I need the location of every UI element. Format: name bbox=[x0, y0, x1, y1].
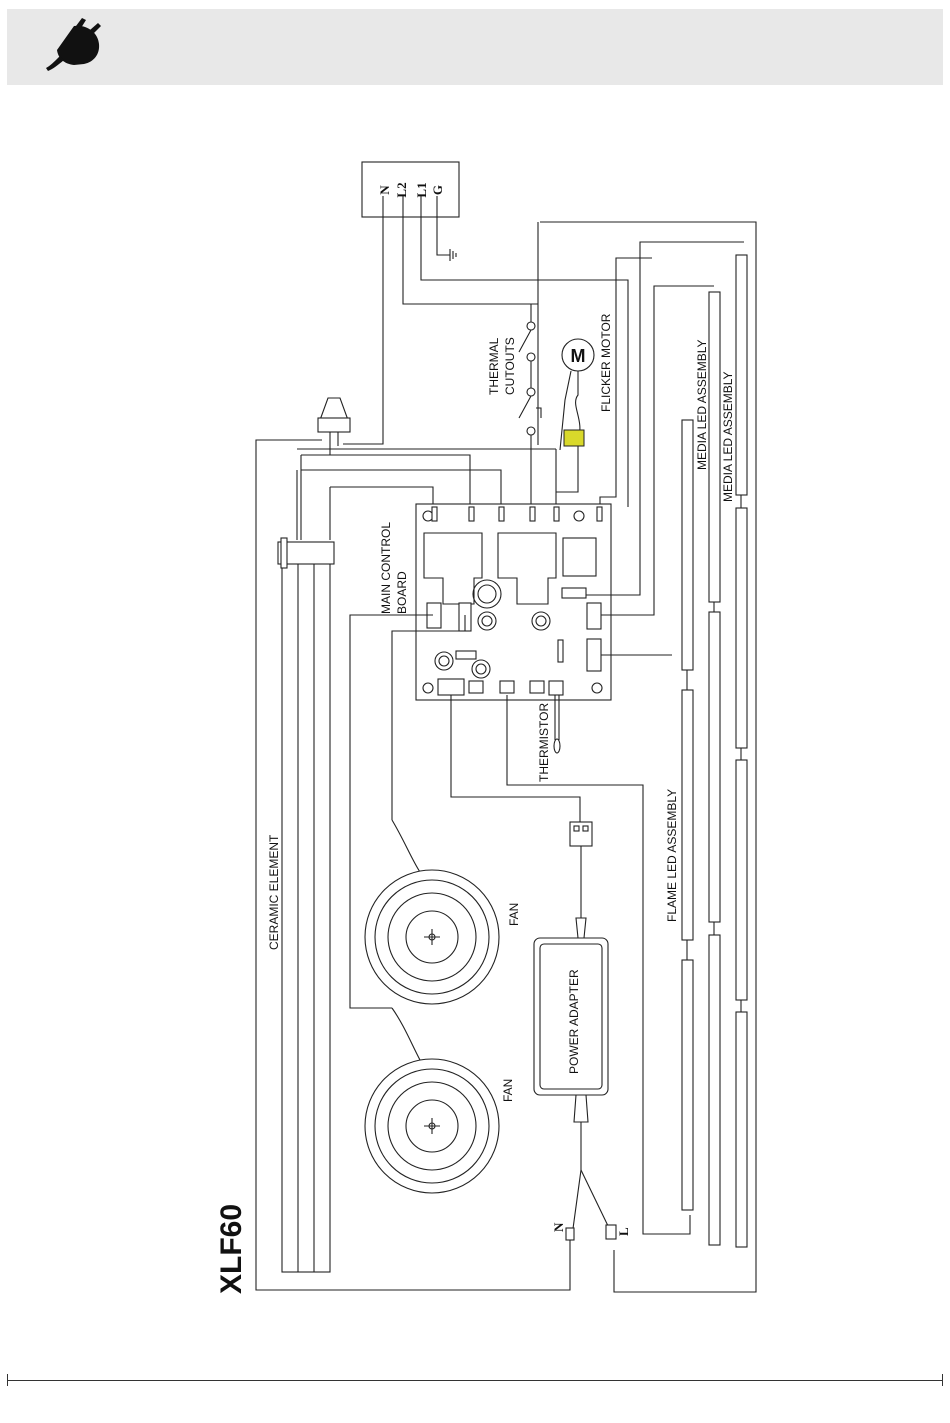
terminal-l1: L1 bbox=[414, 182, 429, 197]
fan-2-label: FAN bbox=[501, 1079, 515, 1102]
motor-symbol: M bbox=[571, 346, 586, 366]
flicker-motor-label: FLICKER MOTOR bbox=[599, 313, 613, 412]
fan-1-label: FAN bbox=[507, 903, 521, 926]
wire-nut bbox=[318, 398, 350, 455]
main-control-board-label-1: MAIN CONTROL bbox=[379, 522, 393, 614]
ceramic-element bbox=[278, 455, 334, 1272]
main-control-board bbox=[416, 504, 611, 700]
media-led-assembly-2 bbox=[736, 255, 747, 1247]
media-led-label-2: MEDIA LED ASSEMBLY bbox=[721, 372, 735, 503]
power-connector bbox=[570, 822, 592, 938]
flame-led-assembly bbox=[682, 420, 693, 1210]
fan-2 bbox=[365, 1008, 499, 1193]
terminal-l2: L2 bbox=[394, 182, 409, 197]
terminal-g: G bbox=[430, 185, 445, 195]
media-led-label-1: MEDIA LED ASSEMBLY bbox=[695, 340, 709, 471]
model-name: XLF60 bbox=[215, 1204, 248, 1294]
ceramic-element-label: CERAMIC ELEMENT bbox=[267, 834, 281, 950]
footer-tick-left bbox=[7, 1374, 8, 1386]
terminal-n: N bbox=[377, 185, 392, 195]
footer-tick-right bbox=[942, 1374, 943, 1386]
power-cord bbox=[566, 1095, 616, 1240]
lead-l-label: L bbox=[616, 1227, 631, 1236]
thermistor-label: THERMISTOR bbox=[537, 703, 551, 782]
thermistor bbox=[554, 695, 560, 753]
main-control-board-label-2: BOARD bbox=[395, 571, 409, 614]
flicker-motor: M bbox=[560, 339, 594, 455]
footer-rule bbox=[7, 1380, 943, 1381]
power-adapter-label: POWER ADAPTER bbox=[567, 969, 581, 1074]
media-led-assembly-1 bbox=[709, 292, 720, 1245]
fan-1 bbox=[365, 820, 499, 1004]
thermal-cutouts-label-2: CUTOUTS bbox=[503, 337, 517, 395]
lead-n-label: N bbox=[551, 1222, 566, 1232]
flame-led-label: FLAME LED ASSEMBLY bbox=[665, 789, 679, 922]
terminal-block: N L2 L1 G bbox=[362, 162, 459, 217]
thermal-cutouts-label-1: THERMAL bbox=[487, 337, 501, 395]
